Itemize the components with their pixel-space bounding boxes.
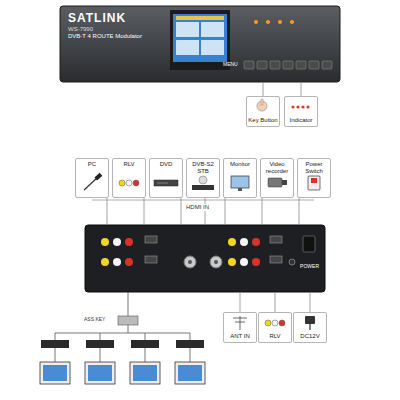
split-wire bbox=[100, 333, 101, 340]
output-box: DC12V bbox=[293, 312, 327, 343]
connector-line bbox=[275, 292, 276, 312]
port-group-label: HDMI IN bbox=[184, 204, 211, 211]
indicator-dots bbox=[291, 105, 309, 108]
connector-line bbox=[263, 82, 264, 96]
hand-icon bbox=[257, 99, 267, 111]
callout-box: Key Button bbox=[246, 96, 280, 127]
screen-cell bbox=[176, 22, 199, 37]
source-box: Power Switch bbox=[297, 158, 331, 198]
screen-cell bbox=[201, 22, 224, 37]
node-label: DVB-S2 STB bbox=[188, 161, 218, 175]
antenna-icon bbox=[233, 316, 247, 330]
output-box: ANT IN bbox=[223, 312, 257, 343]
connector-line bbox=[262, 198, 263, 225]
node-label: Power Switch bbox=[299, 161, 329, 175]
connector-line bbox=[240, 292, 241, 312]
pc-cable-icon bbox=[84, 173, 102, 190]
button-label: MENU bbox=[221, 62, 240, 68]
key-buttons bbox=[244, 61, 332, 69]
connector-line bbox=[225, 198, 226, 225]
split-wire bbox=[128, 325, 129, 333]
callout-box: Indicator bbox=[284, 96, 318, 127]
splitter bbox=[118, 316, 138, 325]
coax-ports bbox=[184, 256, 222, 268]
screen bbox=[173, 14, 227, 62]
dc-plug-icon bbox=[305, 316, 315, 330]
node-label: PC bbox=[77, 161, 107, 175]
rca-icon bbox=[265, 320, 285, 326]
led bbox=[290, 20, 294, 24]
node-label: POWER bbox=[300, 264, 319, 270]
back-panel-box: POWER bbox=[85, 225, 325, 292]
node-label: ANT IN bbox=[225, 333, 255, 340]
dvd-icon bbox=[154, 180, 178, 186]
led bbox=[266, 20, 270, 24]
device-text: SATLINK bbox=[68, 12, 332, 26]
source-box: DVD bbox=[149, 158, 183, 198]
rca-icon bbox=[119, 180, 139, 186]
node-label: DVD bbox=[151, 161, 181, 175]
source-box: Video recorder bbox=[260, 158, 294, 198]
node-label: Indicator bbox=[286, 117, 316, 124]
split-wire bbox=[55, 333, 190, 340]
screen-cell bbox=[176, 40, 199, 55]
switch-icon bbox=[308, 176, 320, 190]
tv-wire bbox=[55, 348, 190, 362]
receiver bbox=[41, 340, 204, 348]
split-wire bbox=[145, 333, 146, 340]
front-panel bbox=[60, 6, 340, 82]
stb-icon bbox=[192, 176, 214, 190]
connector-line bbox=[299, 198, 300, 225]
connector-line bbox=[310, 292, 311, 312]
screen-bar bbox=[176, 16, 224, 20]
device-text: WS-7990 bbox=[68, 26, 332, 33]
connector-line bbox=[205, 198, 206, 225]
source-box: PC bbox=[75, 158, 109, 198]
node-label: RLV bbox=[114, 161, 144, 175]
node-label: Video recorder bbox=[262, 161, 292, 175]
connector-line bbox=[107, 198, 108, 225]
tv bbox=[40, 362, 205, 384]
connector-line bbox=[181, 198, 182, 225]
source-box: DVB-S2 STB bbox=[186, 158, 220, 198]
camcorder-icon bbox=[268, 178, 287, 187]
screen-frame bbox=[170, 10, 230, 70]
hdmi-bracket bbox=[92, 200, 314, 201]
coax-wire bbox=[128, 292, 129, 316]
dc-jack bbox=[289, 259, 295, 265]
source-box: Monitor bbox=[223, 158, 257, 198]
node-label: Monitor bbox=[225, 161, 255, 175]
source-box: RLV bbox=[112, 158, 146, 198]
rca-ports bbox=[101, 238, 260, 266]
output-box: RLV bbox=[258, 312, 292, 343]
back-panel bbox=[85, 225, 325, 292]
led bbox=[254, 20, 258, 24]
led bbox=[278, 20, 282, 24]
device-text: DVB-T 4 ROUTE Modulator bbox=[68, 33, 332, 40]
front-panel-box: SATLINKWS-7990DVB-T 4 ROUTE Modulator bbox=[60, 6, 340, 82]
cable-label: ASS KEY bbox=[82, 317, 107, 323]
node-label: RLV bbox=[260, 333, 290, 340]
screen-cell bbox=[201, 40, 224, 55]
connector-line bbox=[301, 82, 302, 96]
monitor-icon bbox=[231, 176, 249, 191]
power-switch bbox=[303, 236, 315, 252]
node-label: DC12V bbox=[295, 333, 325, 340]
node-label: Key Button bbox=[248, 117, 278, 124]
connector-line bbox=[144, 198, 145, 225]
